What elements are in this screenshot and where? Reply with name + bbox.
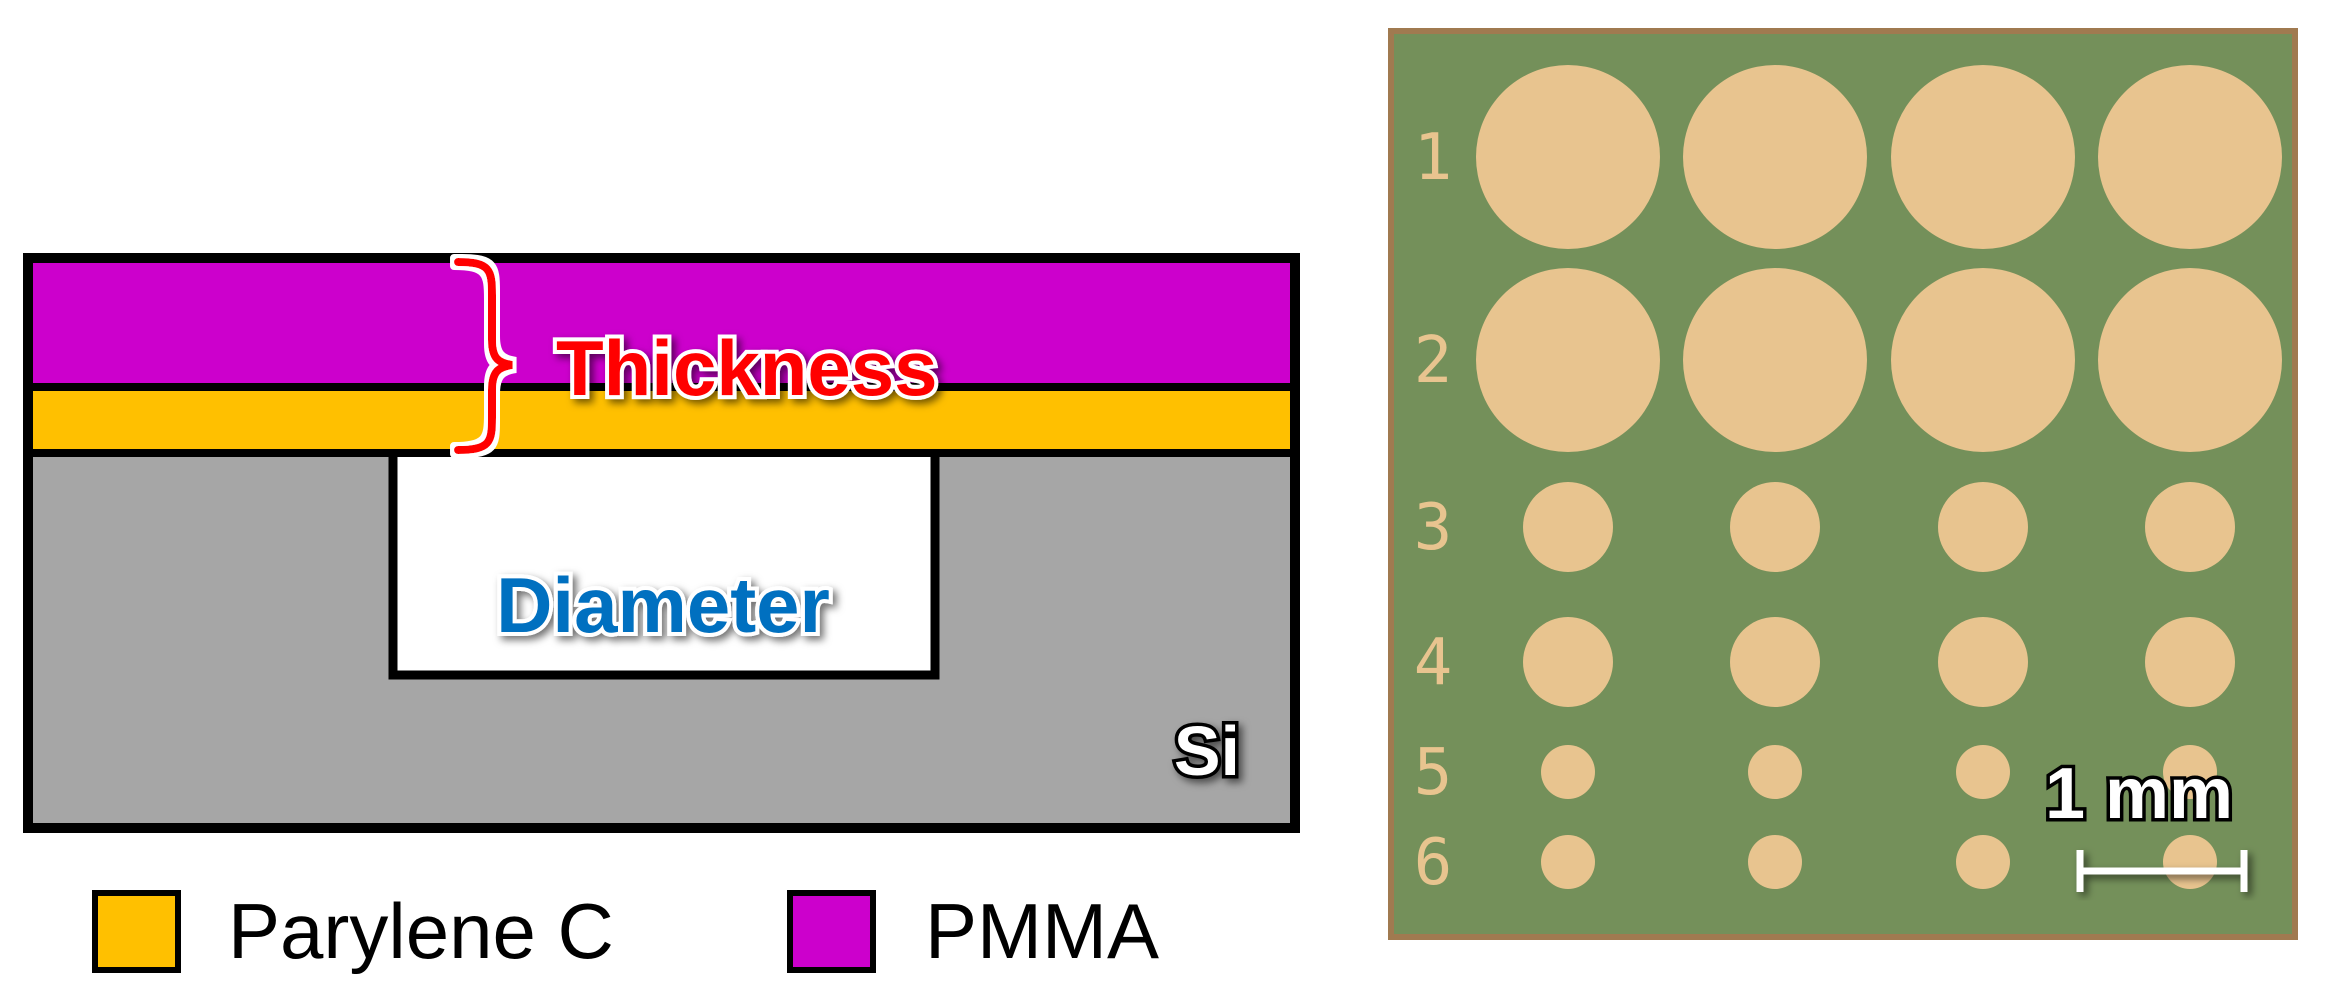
pad-r3-c3 (1938, 482, 2028, 572)
row-label-3: 3 (1414, 491, 1453, 565)
pad-r1-c4 (2098, 65, 2282, 249)
row-labels: 1 2 3 4 5 6 (1414, 121, 1453, 900)
pad-r1-c2 (1683, 65, 1867, 249)
pad-r3-c4 (2145, 482, 2235, 572)
pad-r6-c2 (1748, 835, 1802, 889)
pad-r6-c3 (1956, 835, 2010, 889)
pad-r5-c2 (1748, 745, 1802, 799)
pad-r2-c4 (2098, 268, 2282, 452)
parylene-layer (33, 391, 1290, 451)
pad-r5-c1 (1541, 745, 1595, 799)
pad-r4-c2 (1730, 617, 1820, 707)
legend-swatch-parylene (92, 890, 181, 973)
pad-r3-c1 (1523, 482, 1613, 572)
pad-r1-c1 (1476, 65, 1660, 249)
legend-swatch-pmma (787, 890, 876, 973)
pad-r2-c1 (1476, 268, 1660, 452)
cavity (397, 457, 931, 671)
row-label-6: 6 (1414, 826, 1453, 900)
row-label-5: 5 (1414, 736, 1453, 810)
pad-r4-c4 (2145, 617, 2235, 707)
diameter-label: Diameter (496, 561, 830, 649)
pad-r6-c1 (1541, 835, 1595, 889)
thickness-label: Thickness (556, 324, 938, 412)
pad-array (1476, 65, 2282, 889)
substrate-label: Si (1174, 712, 1240, 790)
row-label-2: 2 (1414, 324, 1453, 398)
pad-r4-c1 (1523, 617, 1613, 707)
pad-r4-c3 (1938, 617, 2028, 707)
pad-r2-c2 (1683, 268, 1867, 452)
legend-label-pmma: PMMA (925, 887, 1159, 975)
pad-r5-c3 (1956, 745, 2010, 799)
pmma-layer (33, 263, 1290, 385)
row-label-1: 1 (1414, 121, 1453, 195)
pad-r2-c3 (1891, 268, 2075, 452)
pad-r6-c4 (2163, 835, 2217, 889)
pad-r1-c3 (1891, 65, 2075, 249)
pad-r3-c2 (1730, 482, 1820, 572)
micrograph: 1 2 3 4 5 6 1 mm (1388, 28, 2298, 940)
pad-r5-c4 (2163, 745, 2217, 799)
row-label-4: 4 (1414, 626, 1453, 700)
scale-bar (2076, 850, 2248, 892)
scale-bar-label: 1 mm (2045, 754, 2233, 834)
thickness-brace (454, 258, 513, 454)
legend-label-parylene: Parylene C (228, 887, 614, 975)
silicon-substrate (33, 457, 1290, 823)
legend: Parylene C PMMA (92, 887, 1159, 975)
cross-section-schematic: Thickness Diameter Si (23, 253, 1300, 833)
